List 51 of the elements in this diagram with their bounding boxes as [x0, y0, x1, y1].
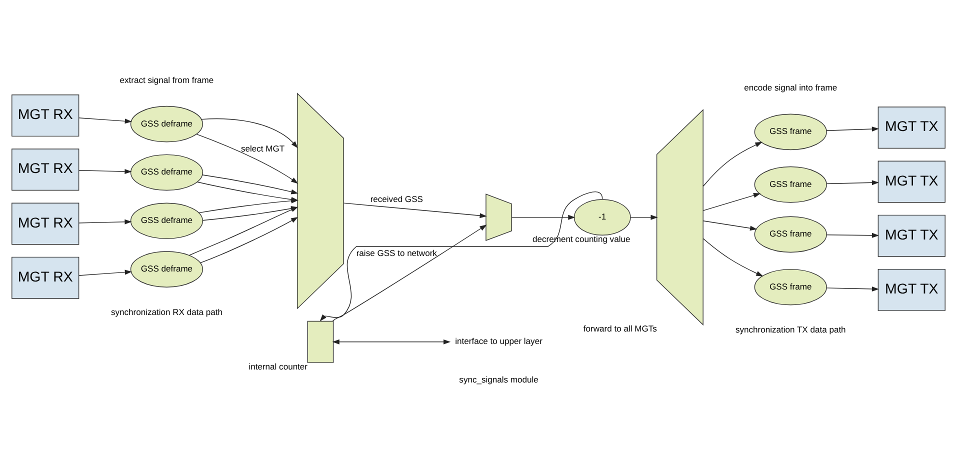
arrow [332, 339, 451, 344]
node-text: interface to upper layer [455, 336, 542, 346]
node-ellipse: -1 [574, 199, 631, 236]
node-ellipse: GSS deframe [130, 154, 204, 191]
node-box: MGT RX [12, 94, 80, 137]
arrow [320, 191, 603, 322]
node-box: MGT RX [12, 202, 80, 245]
arrow [826, 180, 880, 186]
arrow [826, 126, 880, 132]
node-label: internal counter [248, 361, 308, 372]
arrow [826, 286, 880, 292]
node-ellipse: GSS deframe [130, 202, 204, 240]
node-box: MGT TX [878, 268, 946, 311]
node-trapezoid [486, 194, 512, 241]
arrow [702, 142, 762, 186]
arrow [78, 219, 132, 224]
node-box: MGT TX [878, 214, 946, 257]
arrow [702, 193, 761, 211]
node-label: forward to all MGTs [583, 324, 657, 334]
node-ellipse: GSS frame [754, 216, 827, 253]
node-trapezoid [656, 109, 704, 326]
arrow [702, 238, 764, 276]
node-box: MGT TX [878, 160, 946, 203]
label: encode signal into frame [744, 82, 838, 93]
node-box: MGT RX [12, 148, 80, 191]
arrow [196, 134, 298, 184]
arrow [200, 217, 298, 264]
edge-label: select MGT [241, 144, 285, 154]
node-box [307, 320, 334, 363]
node-ellipse: GSS deframe [130, 106, 204, 142]
arrow [78, 118, 132, 124]
node-trapezoid [296, 92, 344, 310]
arrow [78, 270, 132, 276]
label: sync_signals module [459, 374, 538, 385]
arrow [826, 232, 880, 238]
label: synchronization TX data path [735, 324, 846, 335]
edge-label: raise GSS to network [356, 248, 437, 258]
arrow [702, 220, 758, 231]
node-box: MGT RX [12, 256, 80, 299]
arrow [332, 224, 487, 322]
arrow [202, 174, 298, 194]
arrow [201, 118, 298, 148]
edge-label: received GSS [370, 194, 423, 204]
arrow [511, 214, 576, 220]
node-box: MGT TX [878, 106, 946, 149]
arrow [630, 214, 658, 220]
label: extract signal from frame [120, 74, 214, 85]
node-ellipse: GSS deframe [130, 251, 204, 288]
arrow [343, 202, 487, 218]
label: synchronization RX data path [110, 306, 222, 317]
arrow [78, 169, 132, 174]
